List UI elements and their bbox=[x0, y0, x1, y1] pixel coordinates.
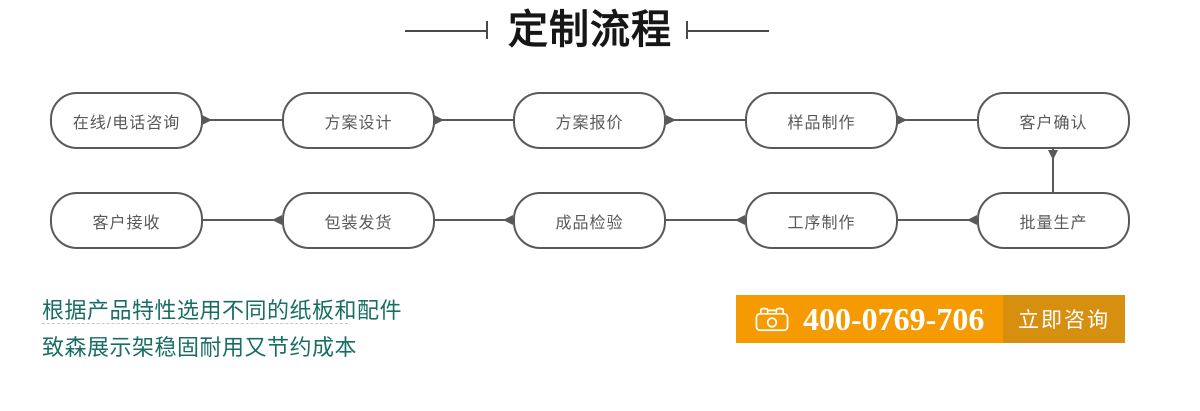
connector-arrow-right-icon bbox=[666, 115, 676, 125]
flow-step-product-inspection: 成品检验 bbox=[513, 192, 666, 249]
tagline-line2: 致森展示架稳固耐用又节约成本 bbox=[42, 335, 358, 360]
flow-step-label: 样品制作 bbox=[787, 114, 856, 132]
connector-arrow-down-icon bbox=[1048, 150, 1058, 160]
tagline-line1: 根据产品特性选用不同的纸板和配件 bbox=[42, 298, 403, 323]
flow-step-label: 成品检验 bbox=[555, 214, 624, 232]
flow-step-label: 包装发货 bbox=[324, 214, 393, 232]
connector-arrow-left-icon bbox=[967, 215, 977, 225]
connector-arrow-right-icon bbox=[897, 115, 907, 125]
connector-arrow-left-icon bbox=[503, 215, 513, 225]
flow-step-mass-production: 批量生产 bbox=[977, 192, 1130, 249]
consult-now-button[interactable]: 立即咨询 bbox=[1003, 295, 1125, 343]
connector-line bbox=[666, 119, 746, 121]
telephone-icon bbox=[755, 307, 789, 332]
flow-step-plan-quote: 方案报价 bbox=[513, 92, 666, 149]
flow-step-label: 方案报价 bbox=[555, 114, 624, 132]
flow-step-label: 客户确认 bbox=[1019, 114, 1088, 132]
title-rule-left bbox=[405, 30, 487, 32]
flow-step-label: 批量生产 bbox=[1019, 214, 1088, 232]
connector-line-vertical bbox=[1052, 148, 1054, 193]
flow-step-sample-production: 样品制作 bbox=[745, 92, 898, 149]
connector-line bbox=[434, 219, 514, 221]
flow-step-plan-design: 方案设计 bbox=[282, 92, 435, 149]
connector-line bbox=[897, 219, 978, 221]
connector-line bbox=[666, 219, 746, 221]
contact-banner: 400-0769-706 立即咨询 bbox=[736, 295, 1125, 343]
flow-step-label: 方案设计 bbox=[324, 114, 393, 132]
connector-arrow-right-icon bbox=[434, 115, 444, 125]
flow-step-label: 在线/电话咨询 bbox=[72, 114, 181, 132]
title-rule-right bbox=[687, 30, 769, 32]
connector-arrow-left-icon bbox=[735, 215, 745, 225]
connector-line bbox=[897, 119, 978, 121]
connector-line bbox=[202, 119, 282, 121]
flow-step-online-consult: 在线/电话咨询 bbox=[50, 92, 203, 149]
page-title: 定制流程 bbox=[508, 7, 672, 52]
flow-step-label: 工序制作 bbox=[787, 214, 856, 232]
phone-number: 400-0769-706 bbox=[803, 300, 985, 337]
connector-arrow-right-icon bbox=[202, 115, 212, 125]
flow-step-customer-confirm: 客户确认 bbox=[977, 92, 1130, 149]
connector-line bbox=[202, 219, 282, 221]
connector-arrow-left-icon bbox=[272, 215, 282, 225]
flow-step-packing-shipping: 包装发货 bbox=[282, 192, 435, 249]
title-rule-left-tick bbox=[486, 21, 488, 39]
contact-phone-section: 400-0769-706 bbox=[736, 295, 1003, 343]
tagline-divider bbox=[42, 323, 348, 324]
flow-step-label: 客户接收 bbox=[92, 214, 161, 232]
flow-step-process-production: 工序制作 bbox=[745, 192, 898, 249]
flow-step-customer-receive: 客户接收 bbox=[50, 192, 203, 249]
connector-line bbox=[434, 119, 514, 121]
